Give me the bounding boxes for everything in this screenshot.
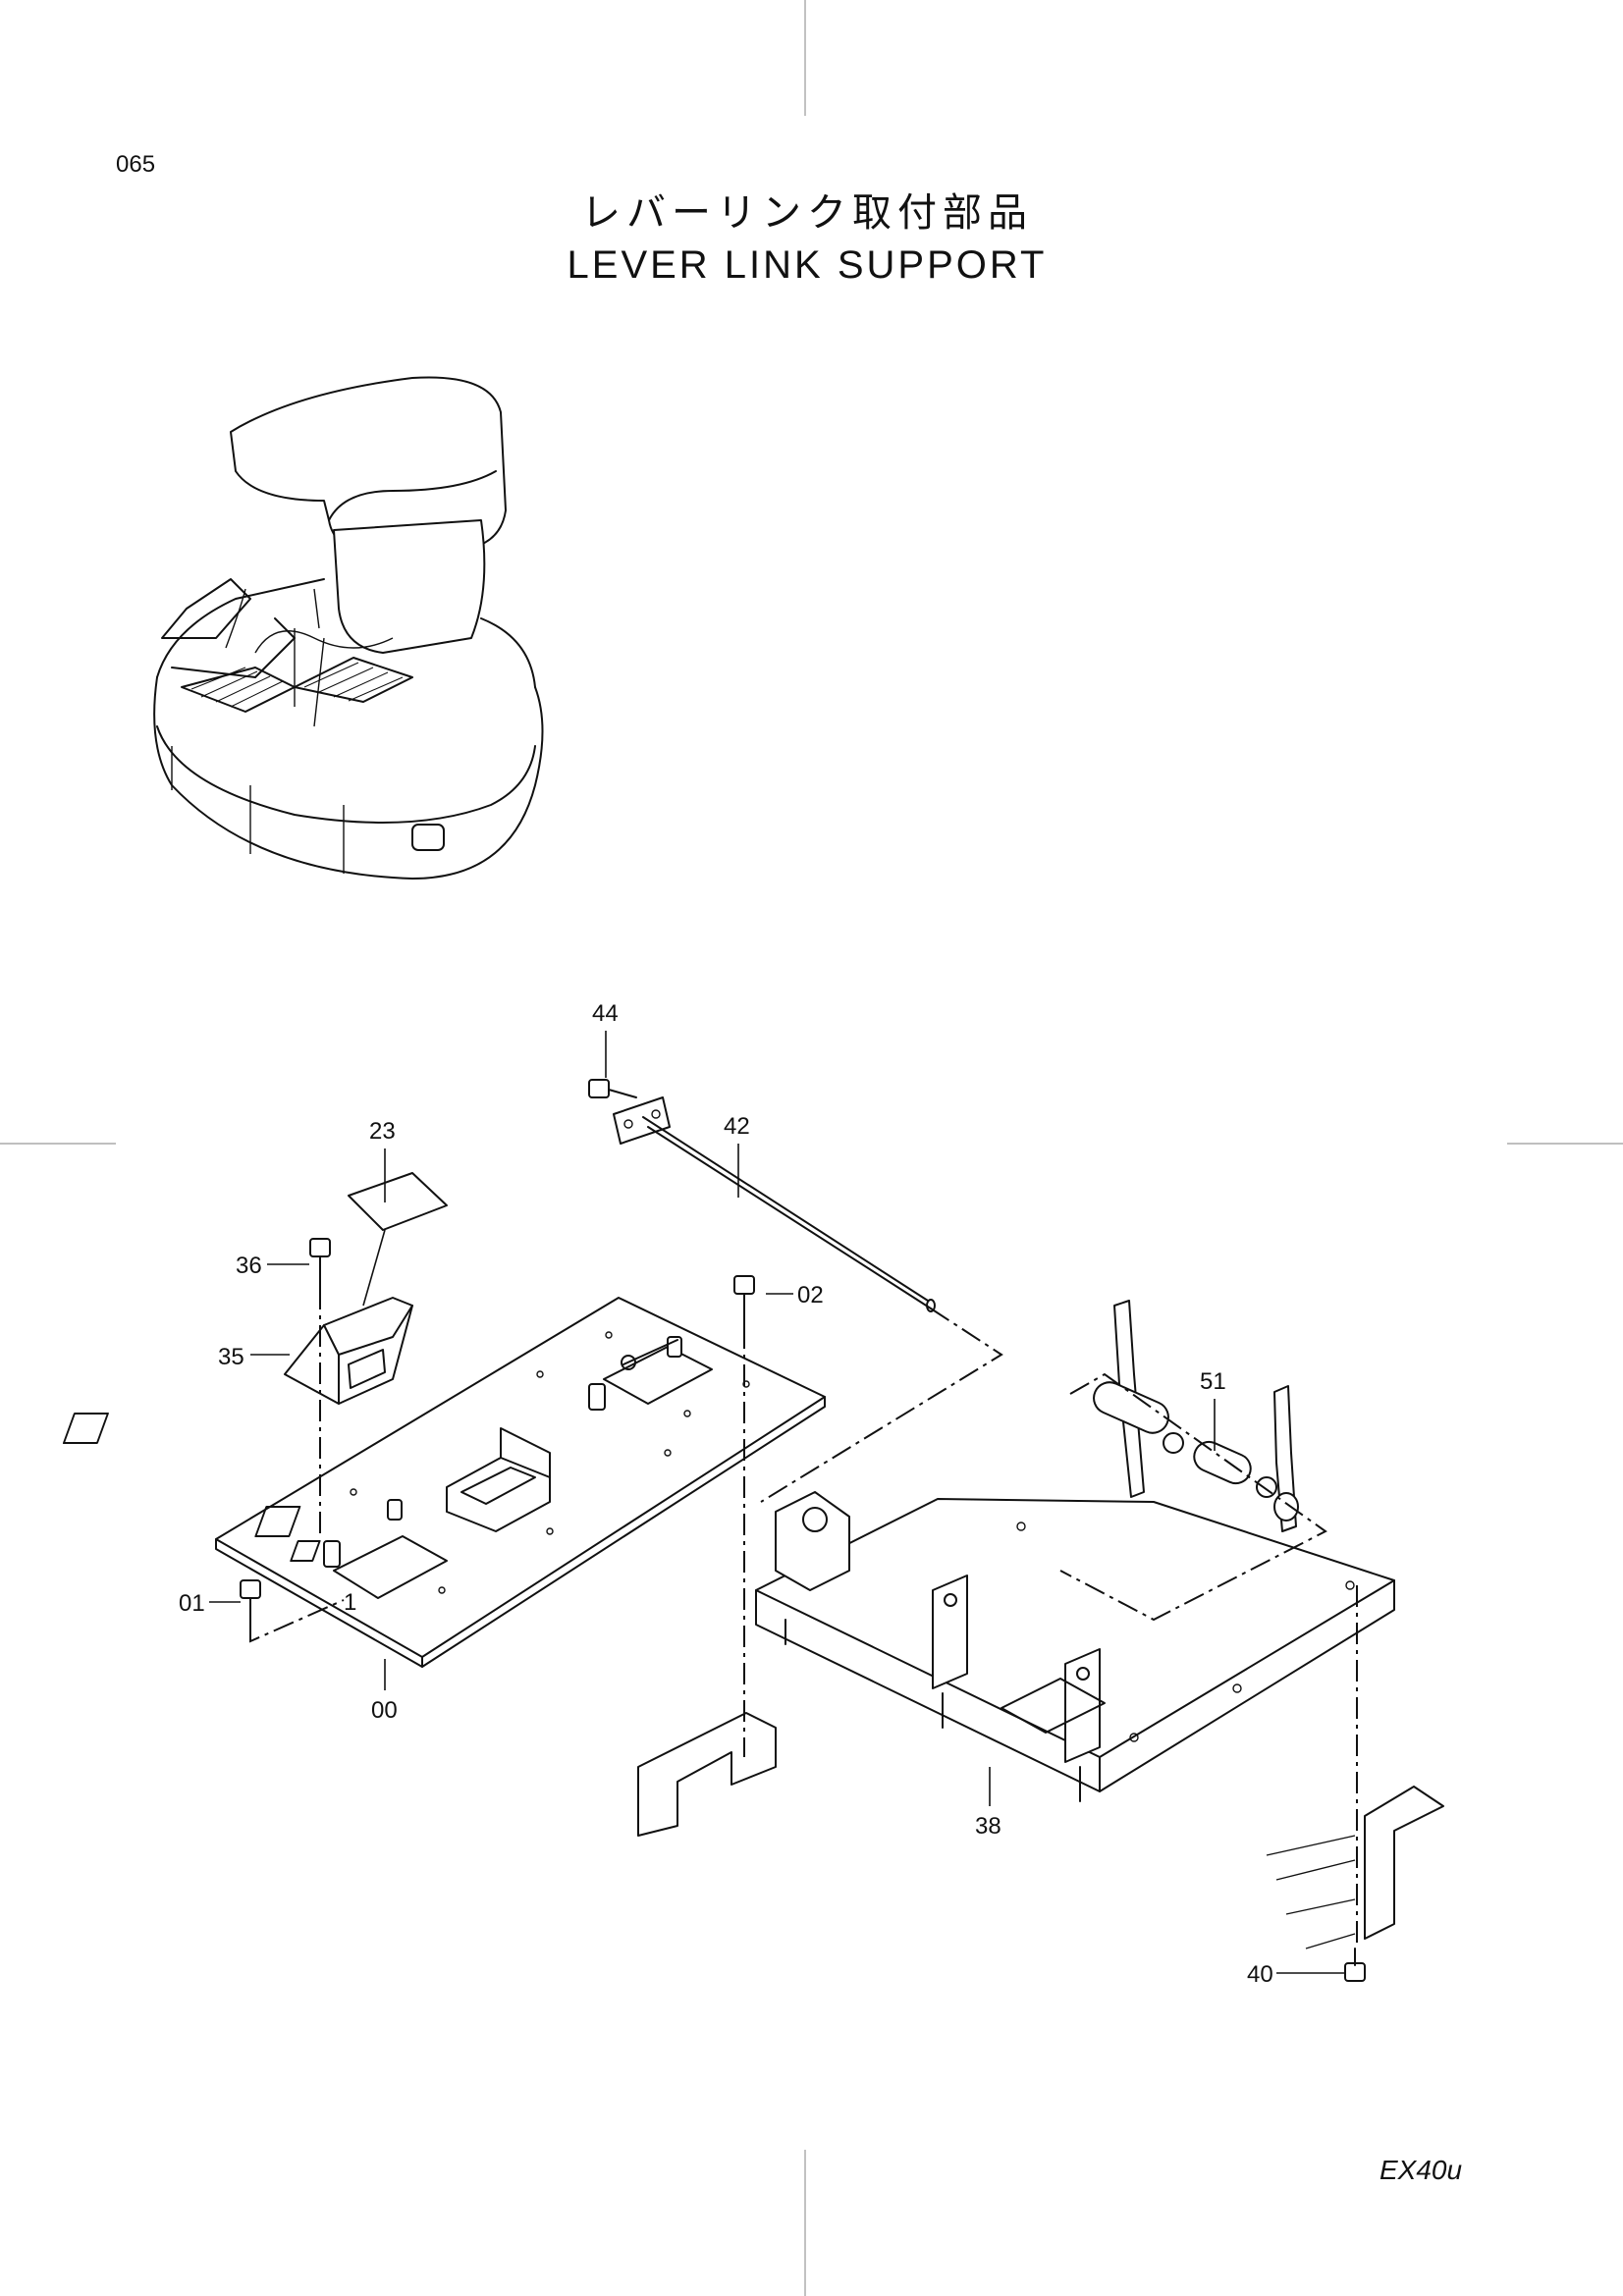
leader-lines: [209, 1031, 1345, 1974]
callout-40: 40: [1247, 1961, 1273, 1988]
callout-01: 01: [179, 1590, 205, 1617]
bolt-01: [240, 1579, 261, 1630]
callout-42: 42: [724, 1113, 750, 1140]
part-1-label: 1: [344, 1589, 356, 1616]
callout-35: 35: [218, 1344, 244, 1370]
model-label: EX40u: [1380, 2155, 1462, 2185]
cover-sheet: [348, 1172, 448, 1231]
callout-23: 23: [369, 1118, 396, 1145]
callout-00: 00: [371, 1697, 398, 1724]
main-plate: [62, 1297, 826, 1668]
overview-sketch: [153, 376, 544, 880]
lower-support-right: [1266, 1786, 1444, 1949]
callout-51: 51: [1200, 1368, 1226, 1395]
bolt-44: [588, 1079, 637, 1098]
rod: [613, 1096, 936, 1312]
lower-support-left: [637, 1712, 777, 1837]
callout-44: 44: [592, 1000, 619, 1027]
frame-bracket: [755, 1491, 1395, 1802]
callouts: 44 42 23 36 02 35 51 01 00 38 40 1: [179, 1000, 1273, 1988]
bolt-02: [733, 1275, 755, 1328]
hatched-area: [181, 657, 413, 713]
lever-link: [1093, 1300, 1299, 1532]
title-english: LEVER LINK SUPPORT: [568, 243, 1048, 287]
callout-38: 38: [975, 1813, 1001, 1840]
boot-box: [284, 1297, 413, 1405]
bolt-36: [309, 1238, 331, 1289]
callout-36: 36: [236, 1253, 262, 1279]
page-number: 065: [116, 151, 155, 178]
center-lines: [249, 1288, 1358, 1949]
title-japanese: レバーリンク取付部品: [581, 191, 1033, 235]
bolt-40: [1344, 1948, 1366, 1982]
callout-02: 02: [797, 1282, 824, 1308]
